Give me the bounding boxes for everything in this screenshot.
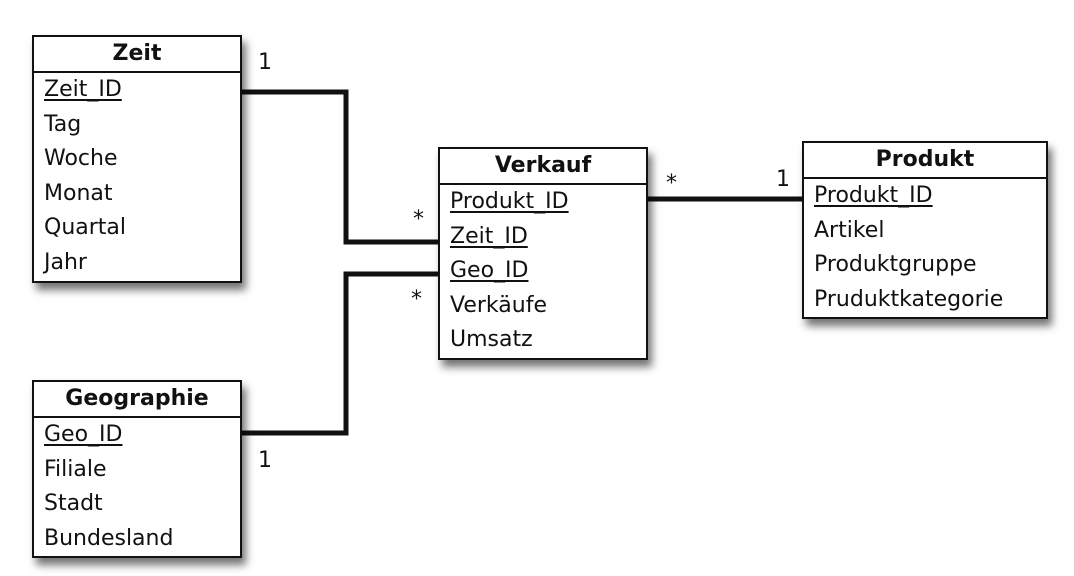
entity-zeit[interactable]: Zeit Zeit_ID Tag Woche Monat Quartal Jah…: [32, 35, 242, 283]
field-primary-key: Produkt_ID: [450, 189, 569, 214]
field: Quartal: [44, 215, 127, 240]
entity-geographie[interactable]: Geographie Geo_ID Filiale Stadt Bundesla…: [32, 380, 242, 558]
field-primary-key: Geo_ID: [450, 258, 529, 283]
link-zeit-verkauf: [242, 89, 438, 245]
entity-verkauf[interactable]: Verkauf Produkt_ID Zeit_ID Geo_ID Verkäu…: [438, 147, 648, 360]
field: Stadt: [44, 491, 103, 516]
entity-title: Zeit: [34, 37, 240, 73]
field: Produktgruppe: [814, 252, 977, 277]
cardinality-produkt: 1: [776, 167, 790, 192]
entity-title: Verkauf: [440, 149, 646, 185]
field: Pruduktkategorie: [814, 286, 1004, 312]
link-geo-verkauf: [242, 271, 438, 436]
field: Jahr: [44, 249, 87, 275]
entity-produkt[interactable]: Produkt Produkt_ID Artikel Produktgruppe…: [802, 141, 1048, 319]
field: Bundesland: [44, 525, 174, 551]
cardinality-geo: 1: [258, 448, 272, 473]
field: Verkäufe: [450, 292, 547, 318]
field: Filiale: [44, 456, 107, 482]
cardinality-verkauf-produkt: *: [666, 171, 677, 196]
field: Tag: [44, 111, 82, 137]
field-primary-key: Produkt_ID: [814, 183, 933, 208]
cardinality-zeit: 1: [258, 50, 272, 75]
field: Umsatz: [450, 327, 533, 352]
field: Woche: [44, 146, 118, 171]
field-primary-key: Zeit_ID: [450, 223, 528, 249]
cardinality-verkauf-zeit: *: [413, 207, 424, 232]
entity-title: Produkt: [804, 143, 1046, 179]
entity-title: Geographie: [34, 382, 240, 418]
field: Monat: [44, 180, 113, 206]
field-primary-key: Geo_ID: [44, 422, 123, 447]
cardinality-verkauf-geo: *: [411, 287, 422, 312]
field: Artikel: [814, 217, 885, 243]
field-primary-key: Zeit_ID: [44, 77, 122, 102]
